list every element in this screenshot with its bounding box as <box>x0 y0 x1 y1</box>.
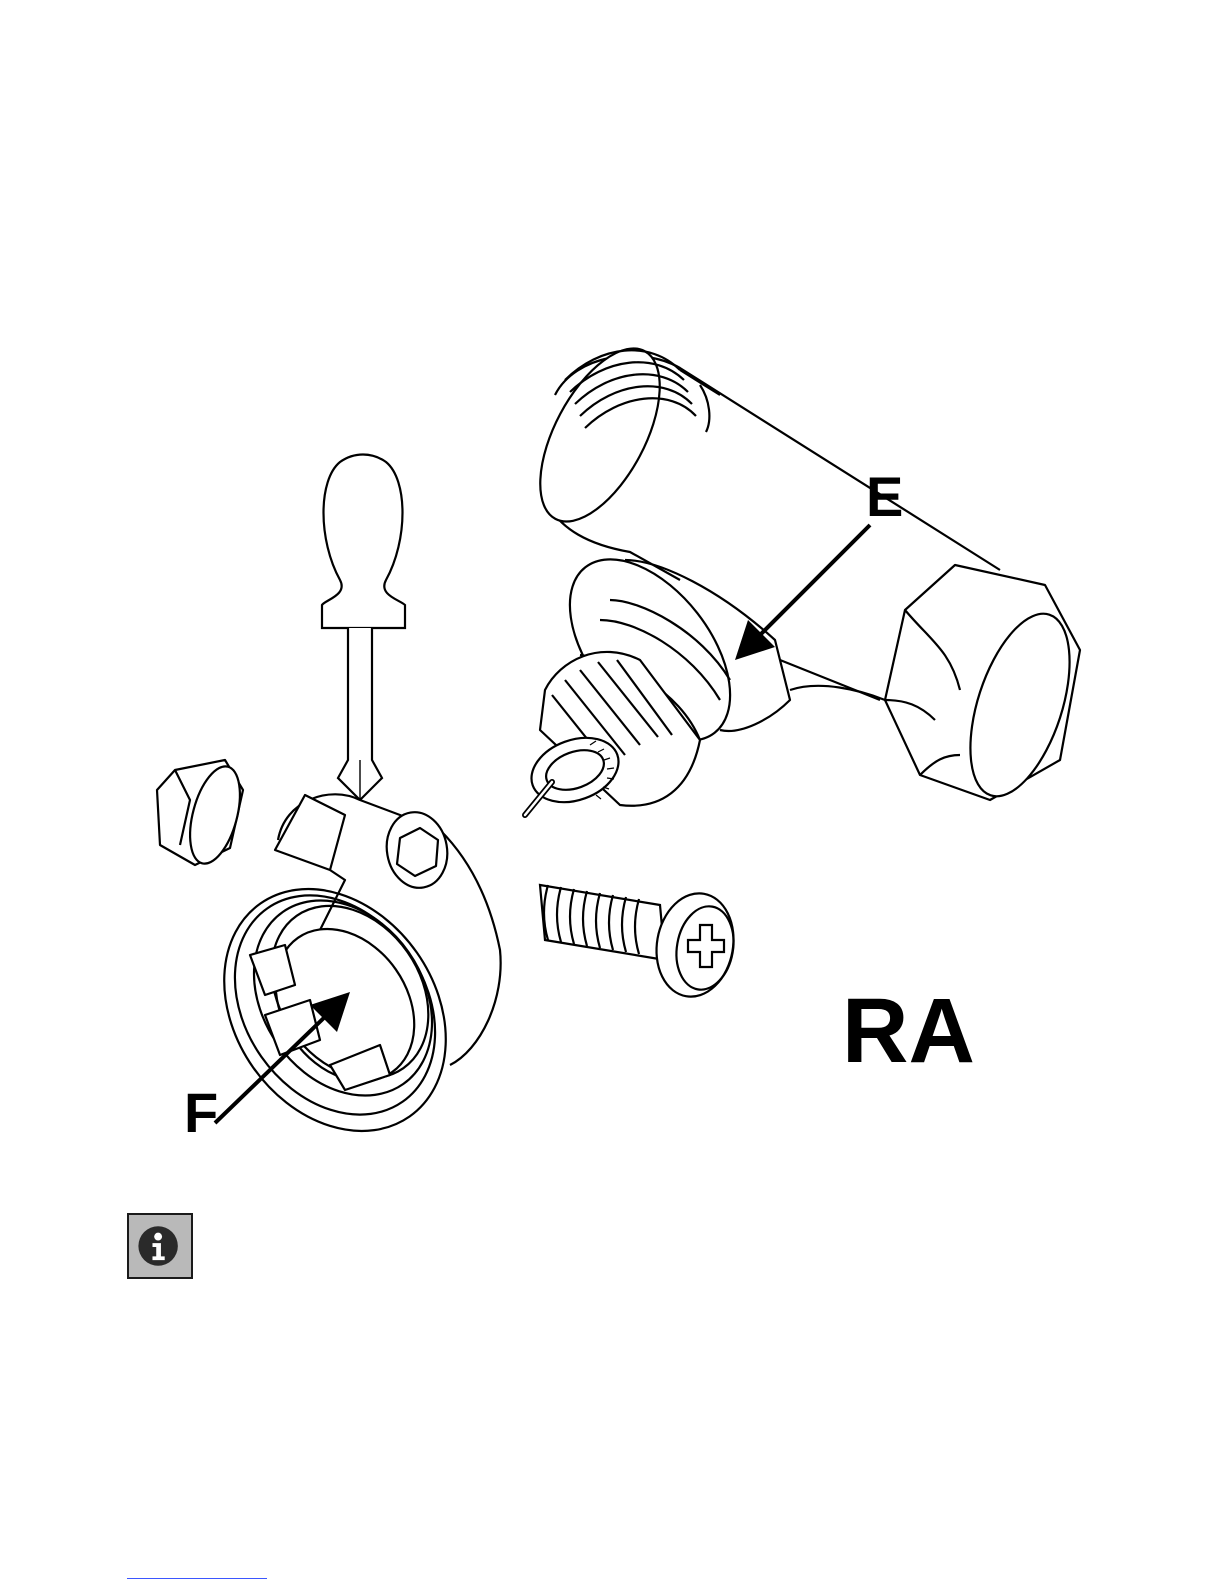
label-e: E <box>866 465 903 528</box>
valve-body <box>516 330 1090 815</box>
label-ra: RA <box>842 980 975 1082</box>
info-icon <box>127 1213 193 1279</box>
label-f: F <box>184 1081 218 1144</box>
screwdriver <box>322 455 405 801</box>
hex-nut <box>157 760 249 869</box>
footer-link-underline[interactable] <box>127 1578 267 1579</box>
adapter-ring <box>179 794 501 1174</box>
screw <box>540 885 741 1003</box>
arrow-e <box>735 525 870 660</box>
